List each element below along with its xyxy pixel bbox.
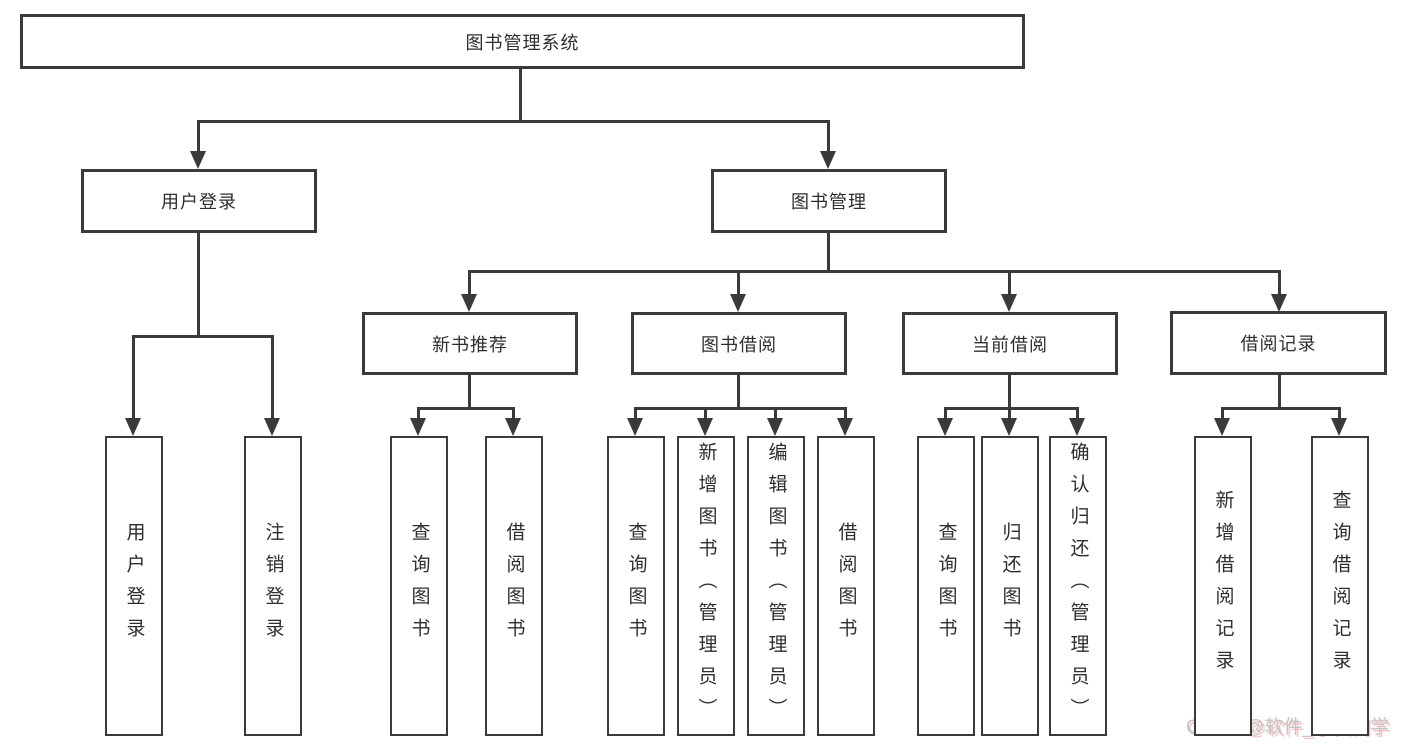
- connector-stub: [1008, 375, 1011, 410]
- arrowhead-icon: [1214, 418, 1230, 436]
- node-label-root: 图书管理系统: [465, 32, 580, 53]
- node-label-leaf-user-login: 用户登录: [123, 522, 145, 650]
- connector-stub: [827, 233, 830, 273]
- arrowhead-icon: [1271, 294, 1287, 312]
- node-label-new-book-recommend: 新书推荐: [432, 334, 508, 355]
- connector-rail: [1221, 407, 1341, 410]
- arrowhead-icon: [1069, 418, 1085, 436]
- connector-rail: [417, 407, 515, 410]
- arrow-shaft: [197, 120, 200, 161]
- node-label-current-borrow: 当前借阅: [972, 334, 1048, 355]
- arrow-shaft: [1338, 407, 1341, 428]
- arrowhead-icon: [937, 418, 953, 436]
- arrowhead-icon: [627, 418, 643, 436]
- connector-rail: [197, 120, 830, 123]
- arrow-shaft: [844, 407, 847, 428]
- node-leaf-borrow-book-2: 借阅图书: [817, 436, 875, 736]
- arrowhead-icon: [461, 294, 477, 312]
- arrow-shaft: [1008, 270, 1011, 304]
- connector-rail: [132, 335, 274, 338]
- arrow-shaft: [512, 407, 515, 428]
- node-label-leaf-query-borrow-record: 查询借阅记录: [1329, 490, 1351, 682]
- node-borrow-record: 借阅记录: [1170, 311, 1387, 375]
- arrow-shaft: [1278, 270, 1281, 304]
- node-label-leaf-query-book-2: 查询图书: [625, 522, 647, 650]
- node-leaf-query-book-1: 查询图书: [390, 436, 448, 736]
- arrow-shaft: [132, 335, 135, 428]
- arrow-shaft: [944, 407, 947, 428]
- node-book-borrow: 图书借阅: [631, 312, 847, 375]
- connector-stub: [737, 375, 740, 410]
- node-label-leaf-query-book-1: 查询图书: [408, 522, 430, 650]
- node-current-borrow: 当前借阅: [902, 312, 1118, 375]
- arrowhead-icon: [767, 418, 783, 436]
- arrowhead-icon: [837, 418, 853, 436]
- node-leaf-add-book: 新增图书（管理员）: [677, 436, 735, 736]
- connector-rail: [634, 407, 847, 410]
- node-leaf-query-book-3: 查询图书: [917, 436, 975, 736]
- arrow-shaft: [827, 120, 830, 161]
- node-label-leaf-logout: 注销登录: [262, 522, 284, 650]
- arrow-shaft: [704, 407, 707, 428]
- arrow-shaft: [1076, 407, 1079, 428]
- node-label-leaf-edit-book: 编辑图书（管理员）: [765, 442, 787, 730]
- node-new-book-recommend: 新书推荐: [362, 312, 578, 375]
- arrowhead-icon: [410, 418, 426, 436]
- arrow-shaft: [737, 270, 740, 304]
- node-root: 图书管理系统: [20, 14, 1025, 69]
- arrowhead-icon: [264, 418, 280, 436]
- connector-stub: [197, 233, 200, 338]
- arrowhead-icon: [1001, 418, 1017, 436]
- node-label-leaf-confirm-return: 确认归还（管理员）: [1067, 442, 1089, 730]
- node-label-book-management: 图书管理: [791, 192, 867, 212]
- arrowhead-icon: [125, 418, 141, 436]
- arrowhead-icon: [697, 418, 713, 436]
- arrowhead-icon: [1331, 418, 1347, 436]
- connector-rail: [468, 270, 1281, 273]
- node-label-user-login: 用户登录: [161, 192, 237, 212]
- connector-stub: [468, 375, 471, 410]
- arrowhead-icon: [1001, 294, 1017, 312]
- arrowhead-icon: [820, 151, 836, 169]
- node-leaf-query-book-2: 查询图书: [607, 436, 665, 736]
- arrow-shaft: [271, 335, 274, 428]
- node-leaf-edit-book: 编辑图书（管理员）: [747, 436, 805, 736]
- node-leaf-confirm-return: 确认归还（管理员）: [1049, 436, 1107, 736]
- node-leaf-borrow-book-1: 借阅图书: [485, 436, 543, 736]
- arrowhead-icon: [505, 418, 521, 436]
- arrowhead-icon: [730, 294, 746, 312]
- node-user-login: 用户登录: [81, 169, 317, 233]
- node-book-management: 图书管理: [711, 169, 947, 233]
- node-leaf-return-book: 归还图书: [981, 436, 1039, 736]
- connector-stub: [1278, 375, 1281, 410]
- arrow-shaft: [468, 270, 471, 304]
- arrow-shaft: [634, 407, 637, 428]
- arrow-shaft: [1008, 407, 1011, 428]
- node-label-leaf-add-book: 新增图书（管理员）: [695, 442, 717, 730]
- node-label-leaf-return-book: 归还图书: [999, 522, 1021, 650]
- node-leaf-query-borrow-record: 查询借阅记录: [1311, 436, 1369, 736]
- node-leaf-user-login: 用户登录: [105, 436, 163, 736]
- node-label-leaf-query-book-3: 查询图书: [935, 522, 957, 650]
- node-label-borrow-record: 借阅记录: [1240, 334, 1317, 354]
- node-leaf-add-borrow-record: 新增借阅记录: [1194, 436, 1252, 736]
- node-leaf-logout: 注销登录: [244, 436, 302, 736]
- arrow-shaft: [1221, 407, 1224, 428]
- node-label-leaf-borrow-book-1: 借阅图书: [503, 522, 525, 650]
- node-label-leaf-borrow-book-2: 借阅图书: [835, 522, 857, 650]
- arrow-shaft: [417, 407, 420, 428]
- connector-stub: [519, 69, 522, 123]
- node-label-leaf-add-borrow-record: 新增借阅记录: [1212, 490, 1234, 682]
- arrowhead-icon: [190, 151, 206, 169]
- connector-rail: [944, 407, 1079, 410]
- node-label-book-borrow: 图书借阅: [701, 334, 777, 355]
- arrow-shaft: [774, 407, 777, 428]
